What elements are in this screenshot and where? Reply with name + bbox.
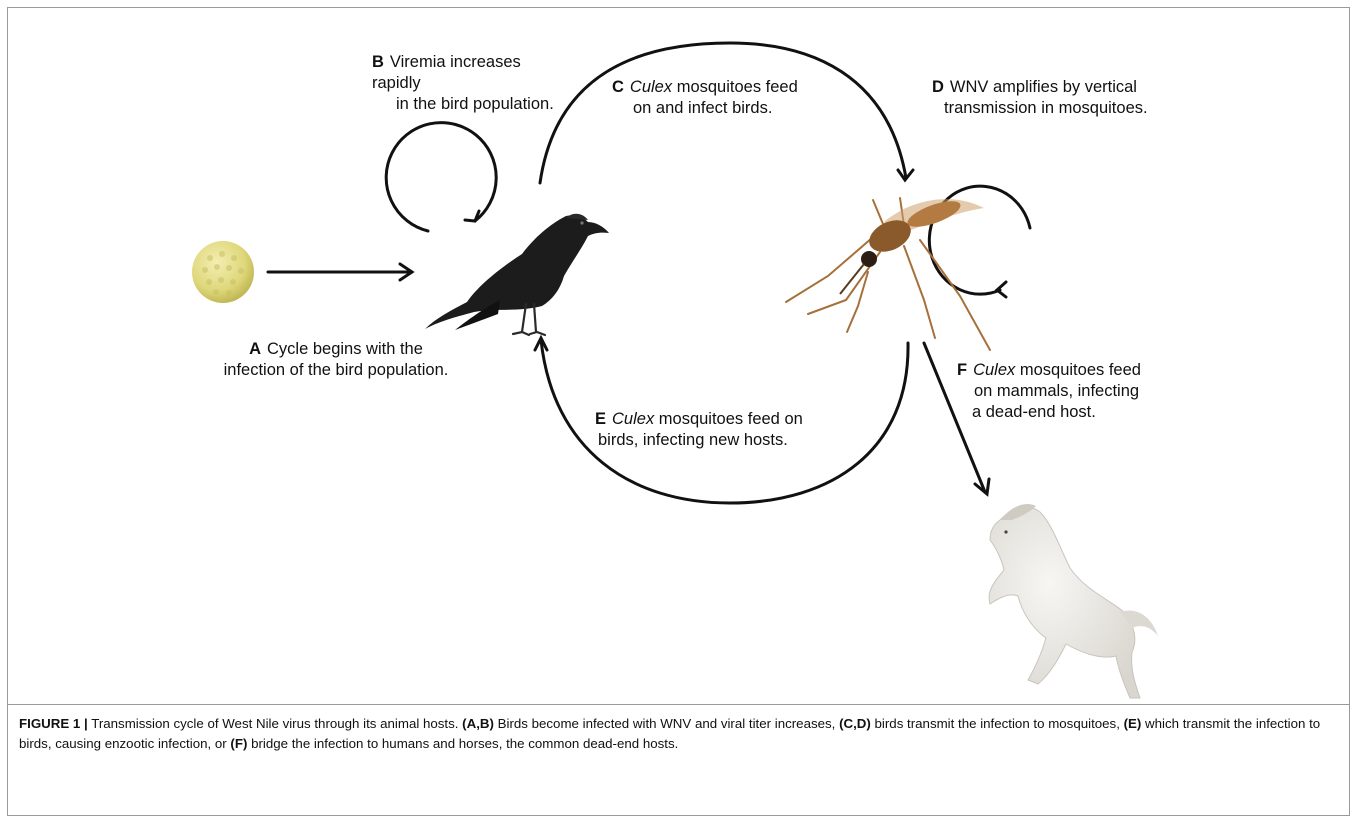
horse-icon bbox=[989, 504, 1158, 698]
label-d: DWNV amplifies by vertical transmission … bbox=[932, 77, 1172, 119]
label-a: ACycle begins with the infection of the … bbox=[205, 339, 467, 381]
label-e: ECulex mosquitoes feed on birds, infecti… bbox=[595, 409, 835, 451]
label-b: BViremia increases rapidly in the bird p… bbox=[372, 52, 572, 115]
arrow-loop-b bbox=[386, 123, 496, 231]
label-f: FCulex mosquitoes feed on mammals, infec… bbox=[957, 360, 1157, 423]
mosquito-icon bbox=[786, 196, 990, 350]
arrow-virus-to-bird bbox=[268, 264, 412, 280]
caption-divider bbox=[7, 704, 1350, 705]
figure-caption: FIGURE 1 | Transmission cycle of West Ni… bbox=[19, 714, 1344, 754]
caption-figure-label: FIGURE 1 | bbox=[19, 716, 88, 731]
crow-icon bbox=[425, 214, 609, 335]
label-c: CCulex mosquitoes feed on and infect bir… bbox=[612, 77, 842, 119]
virus-particle-icon bbox=[192, 241, 254, 303]
